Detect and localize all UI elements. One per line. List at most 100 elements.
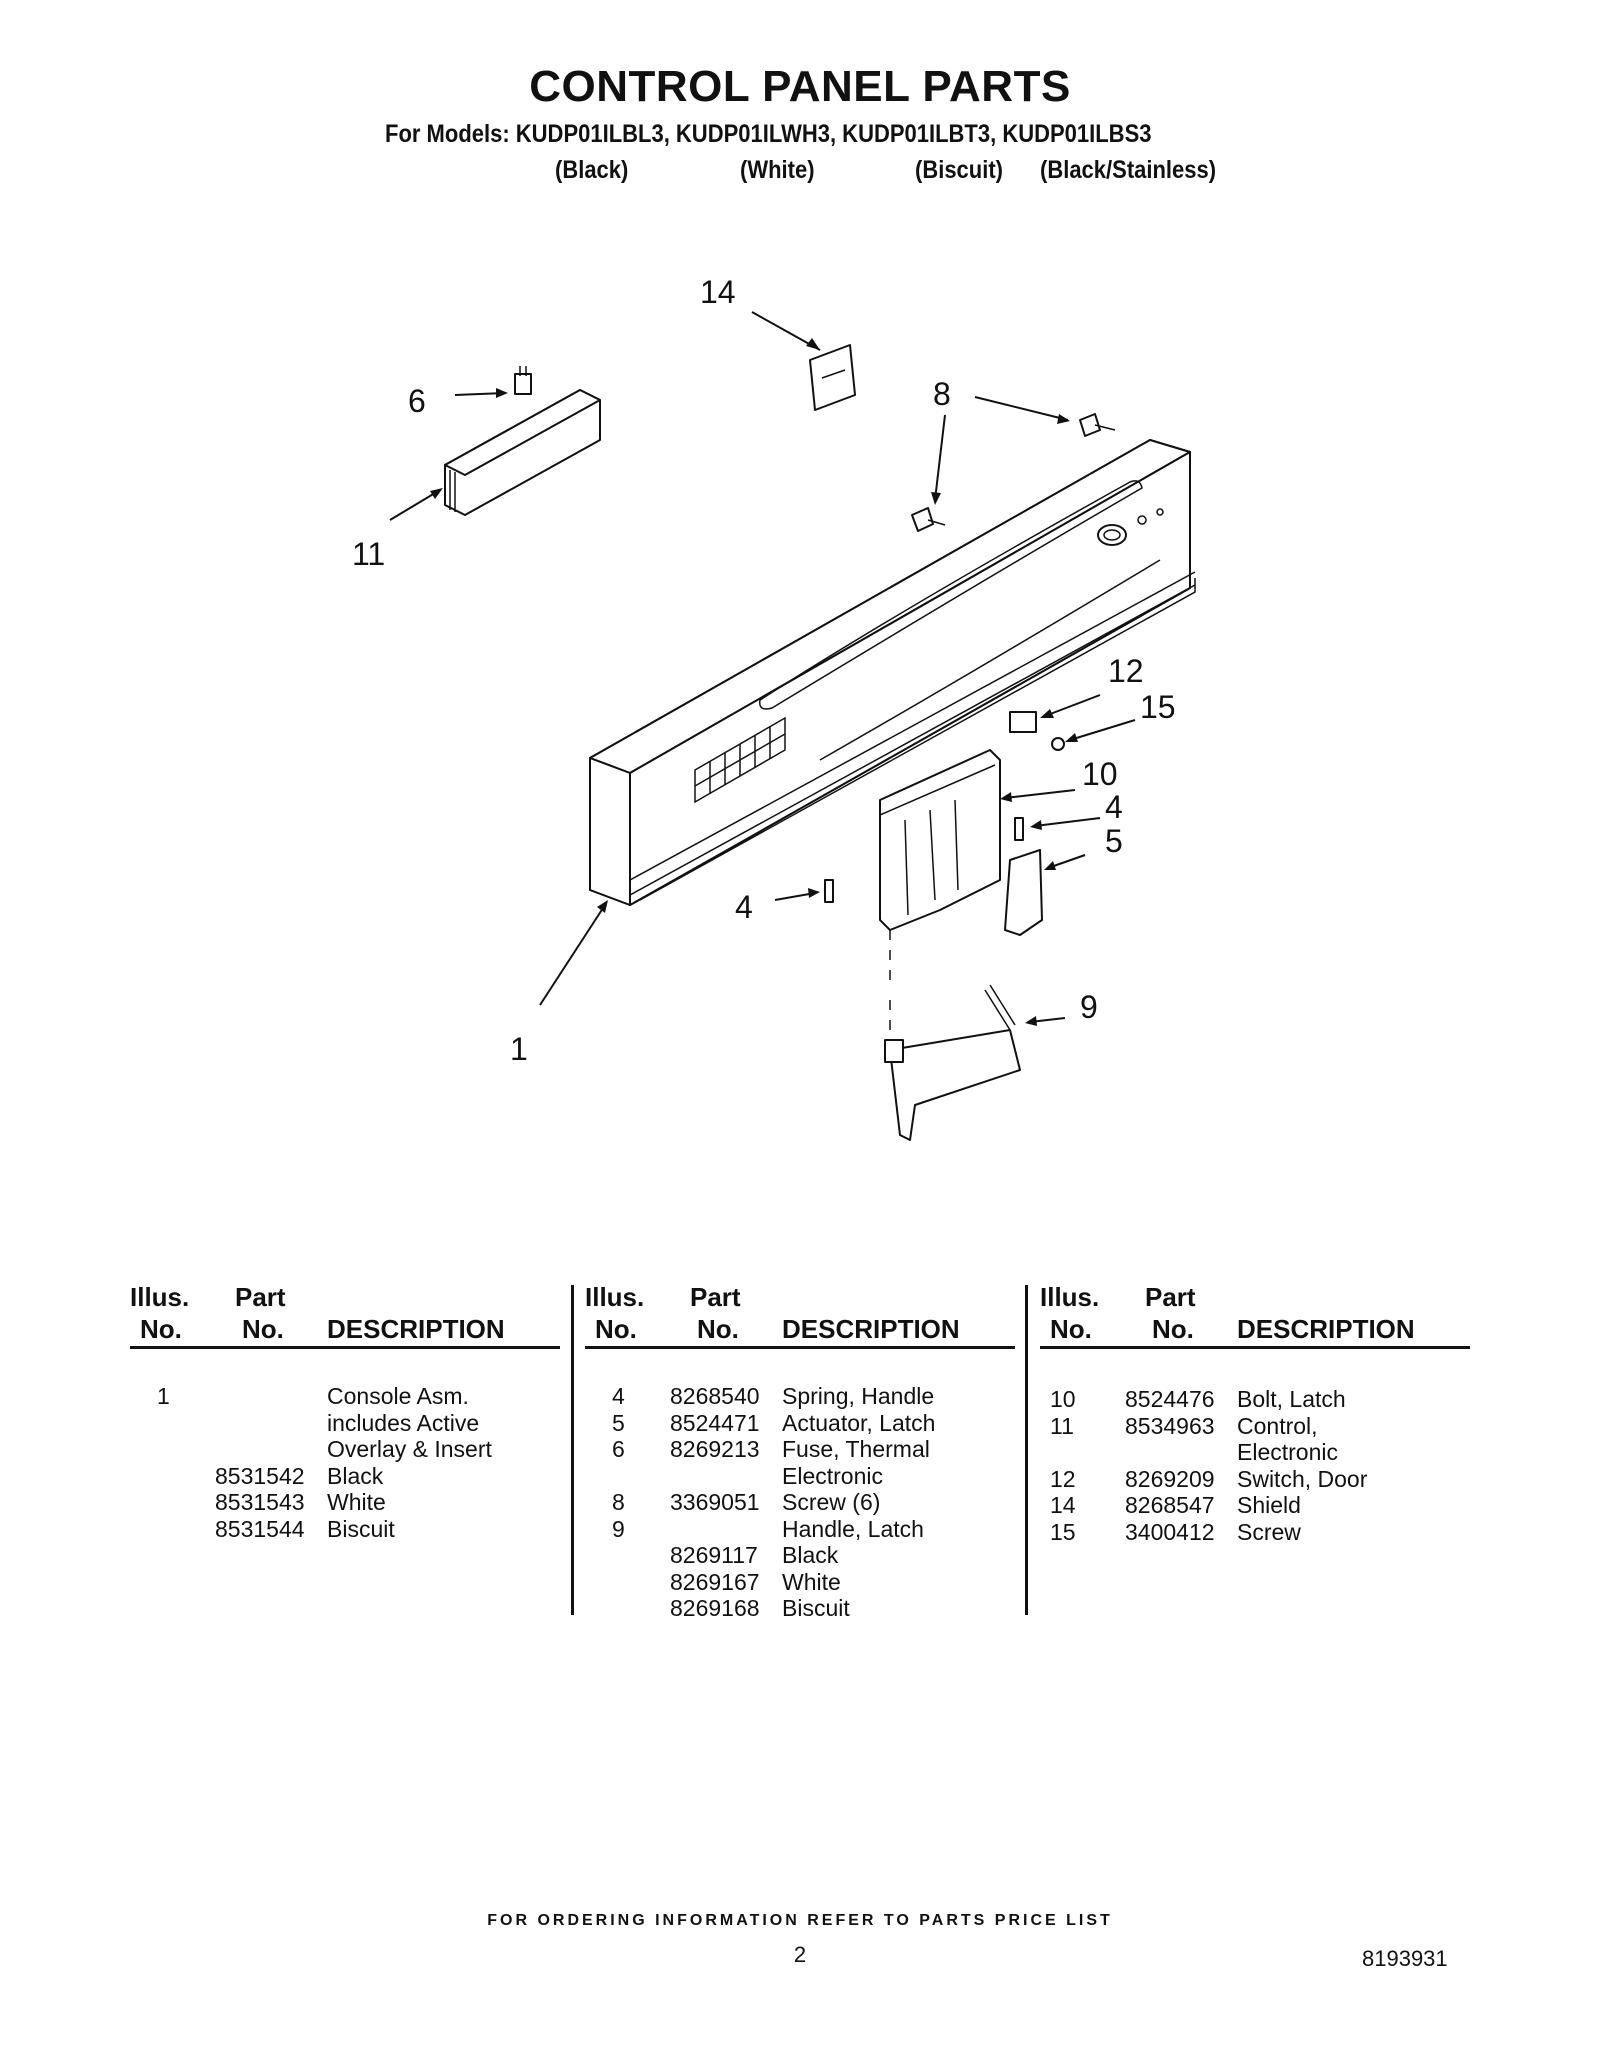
column-divider-2	[1025, 1285, 1028, 1615]
callout-10: 10	[1082, 756, 1118, 792]
header-part: Part	[1145, 1282, 1196, 1312]
illus-no: 1	[157, 1383, 170, 1409]
illus-no: 6	[612, 1436, 625, 1462]
leader-lines	[389, 311, 1136, 1026]
part-no: 3400412	[1125, 1518, 1215, 1545]
shield-drawing	[809, 344, 856, 411]
description: Switch, Door	[1237, 1465, 1368, 1492]
ordering-note: FOR ORDERING INFORMATION REFER TO PARTS …	[487, 1912, 1113, 1929]
callout-11: 11	[352, 536, 385, 572]
description: Control,	[1237, 1412, 1318, 1439]
parts-table-column-1: Illus. No. Part No. DESCRIPTION	[130, 1282, 560, 1352]
callout-12: 12	[1108, 653, 1144, 689]
parts-table-column-3: Illus. No. Part No. DESCRIPTION	[1040, 1282, 1470, 1352]
spring-drawing	[1014, 817, 1024, 841]
header-illus-no: No.	[140, 1314, 182, 1344]
color-label-biscuit: (Biscuit)	[915, 156, 1003, 184]
header-rule-1	[130, 1346, 560, 1349]
callout-5: 5	[1105, 823, 1123, 859]
description: Black	[782, 1542, 839, 1568]
illus-no: 8	[612, 1489, 625, 1515]
header-description: DESCRIPTION	[327, 1314, 505, 1344]
description: Console Asm.	[327, 1383, 469, 1409]
header-part-no: No.	[242, 1314, 284, 1344]
part-no: 8531544	[215, 1515, 305, 1542]
header-illus: Illus.	[1040, 1282, 1100, 1312]
actuator-latch-drawing	[1004, 849, 1043, 936]
keypad-buttons	[694, 716, 786, 804]
illus-no: 10	[1050, 1386, 1076, 1412]
console-assembly-drawing	[589, 439, 1196, 906]
header-illus-no: No.	[595, 1314, 637, 1344]
document-number: 8193931	[1362, 1946, 1448, 1971]
callout-9: 9	[1080, 989, 1098, 1025]
callout-4b: 4	[735, 889, 753, 925]
description: Spring, Handle	[782, 1383, 935, 1409]
description: Biscuit	[782, 1595, 850, 1621]
color-label-black: (Black)	[555, 156, 629, 184]
description: Bolt, Latch	[1237, 1386, 1346, 1412]
latch-bolt-drawing	[879, 749, 1001, 990]
description: Screw (6)	[782, 1489, 881, 1515]
part-no: 8269168	[670, 1595, 760, 1621]
header-illus-no: No.	[1050, 1314, 1092, 1344]
illus-no: 5	[612, 1409, 625, 1436]
callout-15: 15	[1140, 689, 1176, 725]
part-no: 3369051	[670, 1489, 760, 1515]
description: Electronic	[1237, 1439, 1338, 1465]
description: Shield	[1237, 1492, 1301, 1518]
part-no: 8524476	[1125, 1386, 1215, 1412]
handle-latch-drawing	[884, 984, 1021, 1141]
part-no: 8269209	[1125, 1465, 1215, 1492]
part-no: 8531542	[215, 1462, 305, 1489]
description: Handle, Latch	[782, 1515, 924, 1542]
page-number: 2	[793, 1942, 807, 1967]
description: Electronic	[782, 1462, 883, 1489]
callout-8: 8	[933, 376, 951, 412]
spring-drawing-2	[824, 879, 834, 903]
illus-no: 9	[612, 1515, 625, 1542]
part-no: 8531543	[215, 1489, 305, 1515]
illus-no: 14	[1050, 1492, 1076, 1518]
header-illus: Illus.	[585, 1282, 645, 1312]
callout-14: 14	[700, 274, 736, 310]
screw-15-drawing	[1051, 737, 1065, 751]
part-no: 8534963	[1125, 1412, 1215, 1439]
part-no: 8269213	[670, 1436, 760, 1462]
description: White	[782, 1568, 841, 1595]
color-label-white: (White)	[740, 156, 815, 184]
parts-table-column-2: Illus. No. Part No. DESCRIPTION	[585, 1282, 1015, 1352]
illus-no: 12	[1050, 1465, 1076, 1492]
header-description: DESCRIPTION	[782, 1314, 960, 1344]
description: Overlay & Insert	[327, 1436, 492, 1462]
header-part-no: No.	[697, 1314, 739, 1344]
illus-no: 15	[1050, 1518, 1076, 1545]
description: includes Active	[327, 1409, 480, 1436]
part-no: 8268547	[1125, 1492, 1215, 1518]
illus-no: 11	[1050, 1412, 1074, 1439]
header-rule-3	[1040, 1346, 1470, 1349]
column-divider-1	[571, 1285, 574, 1615]
models-line: For Models: KUDP01ILBL3, KUDP01ILWH3, KU…	[385, 120, 1152, 148]
description: Fuse, Thermal	[782, 1436, 930, 1462]
header-part: Part	[235, 1282, 286, 1312]
header-part-no: No.	[1152, 1314, 1194, 1344]
header-illus: Illus.	[130, 1282, 190, 1312]
part-no: 8269117	[670, 1542, 758, 1568]
color-label-black-stainless: (Black/Stainless)	[1040, 156, 1217, 184]
page-title: CONTROL PANEL PARTS	[529, 62, 1071, 111]
header-part: Part	[690, 1282, 741, 1312]
exploded-parts-diagram: 14 6 8 11 12 15 10 4 5 4 1 9	[352, 274, 1196, 1141]
electronic-control-drawing	[444, 366, 601, 516]
header-rule-2	[585, 1346, 1015, 1349]
part-no: 8268540	[670, 1383, 760, 1409]
door-switch-drawing	[1009, 711, 1037, 733]
description: Screw	[1237, 1518, 1301, 1545]
description: Biscuit	[327, 1515, 395, 1542]
callout-4a: 4	[1105, 789, 1123, 825]
illus-no: 4	[612, 1383, 625, 1409]
callout-6: 6	[408, 383, 426, 419]
part-no: 8269167	[670, 1568, 760, 1595]
screw-drawing	[911, 413, 1116, 532]
callout-1: 1	[510, 1031, 528, 1067]
